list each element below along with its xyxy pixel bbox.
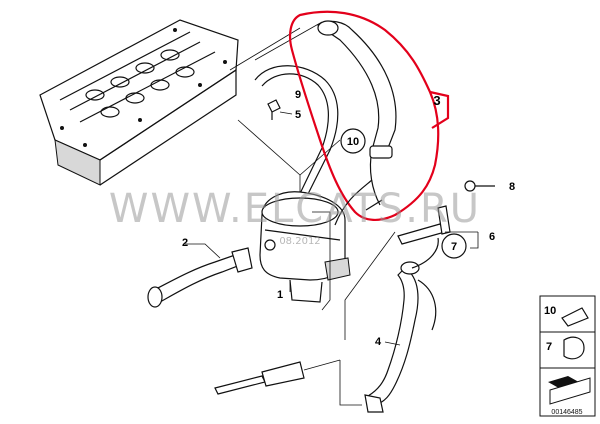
callout-4: 4 xyxy=(375,336,382,348)
callout-10: 10 xyxy=(347,136,359,148)
highlight-callout xyxy=(429,90,450,129)
leader-line xyxy=(384,341,401,346)
leader-line xyxy=(185,243,221,259)
vent-hose-small xyxy=(254,65,339,231)
dipstick-tube xyxy=(214,359,341,395)
legend-clamp-icon xyxy=(563,336,585,360)
bracket-lines xyxy=(237,119,341,176)
leader-line xyxy=(229,27,301,71)
legend-item-7: 7 xyxy=(546,341,552,353)
callout-8: 8 xyxy=(509,181,515,193)
legend-clip-icon xyxy=(561,307,589,327)
highlight-outline xyxy=(289,10,440,221)
callout-5: 5 xyxy=(295,109,301,121)
vent-hose-main xyxy=(316,20,397,211)
oil-separator xyxy=(259,179,373,303)
leader-line xyxy=(470,232,479,249)
watermark-date: 08.2012 xyxy=(279,236,320,247)
watermark-site: WWW.ELCATS.RU xyxy=(109,186,481,232)
callout-7: 7 xyxy=(451,241,457,253)
cylinder-head-cover xyxy=(39,19,239,186)
callout-9: 9 xyxy=(295,89,301,101)
callout-2: 2 xyxy=(182,237,188,249)
hose-part-4 xyxy=(364,237,439,413)
legend-ref: 00146485 xyxy=(551,409,582,416)
hose-part-2 xyxy=(147,247,253,308)
leader-line xyxy=(339,360,362,406)
leader-line xyxy=(312,211,331,311)
callout-6: 6 xyxy=(489,231,495,243)
leader-line xyxy=(344,231,396,340)
callout-circle-10 xyxy=(340,128,366,154)
legend-item-10: 10 xyxy=(544,305,556,317)
callout-1: 1 xyxy=(277,289,283,301)
leader-line xyxy=(254,21,323,61)
callout-circle-7 xyxy=(441,233,467,259)
legend-panel: 10 7 00146485 xyxy=(539,295,596,417)
callout-3: 3 xyxy=(433,93,440,108)
clip-part xyxy=(267,99,293,120)
